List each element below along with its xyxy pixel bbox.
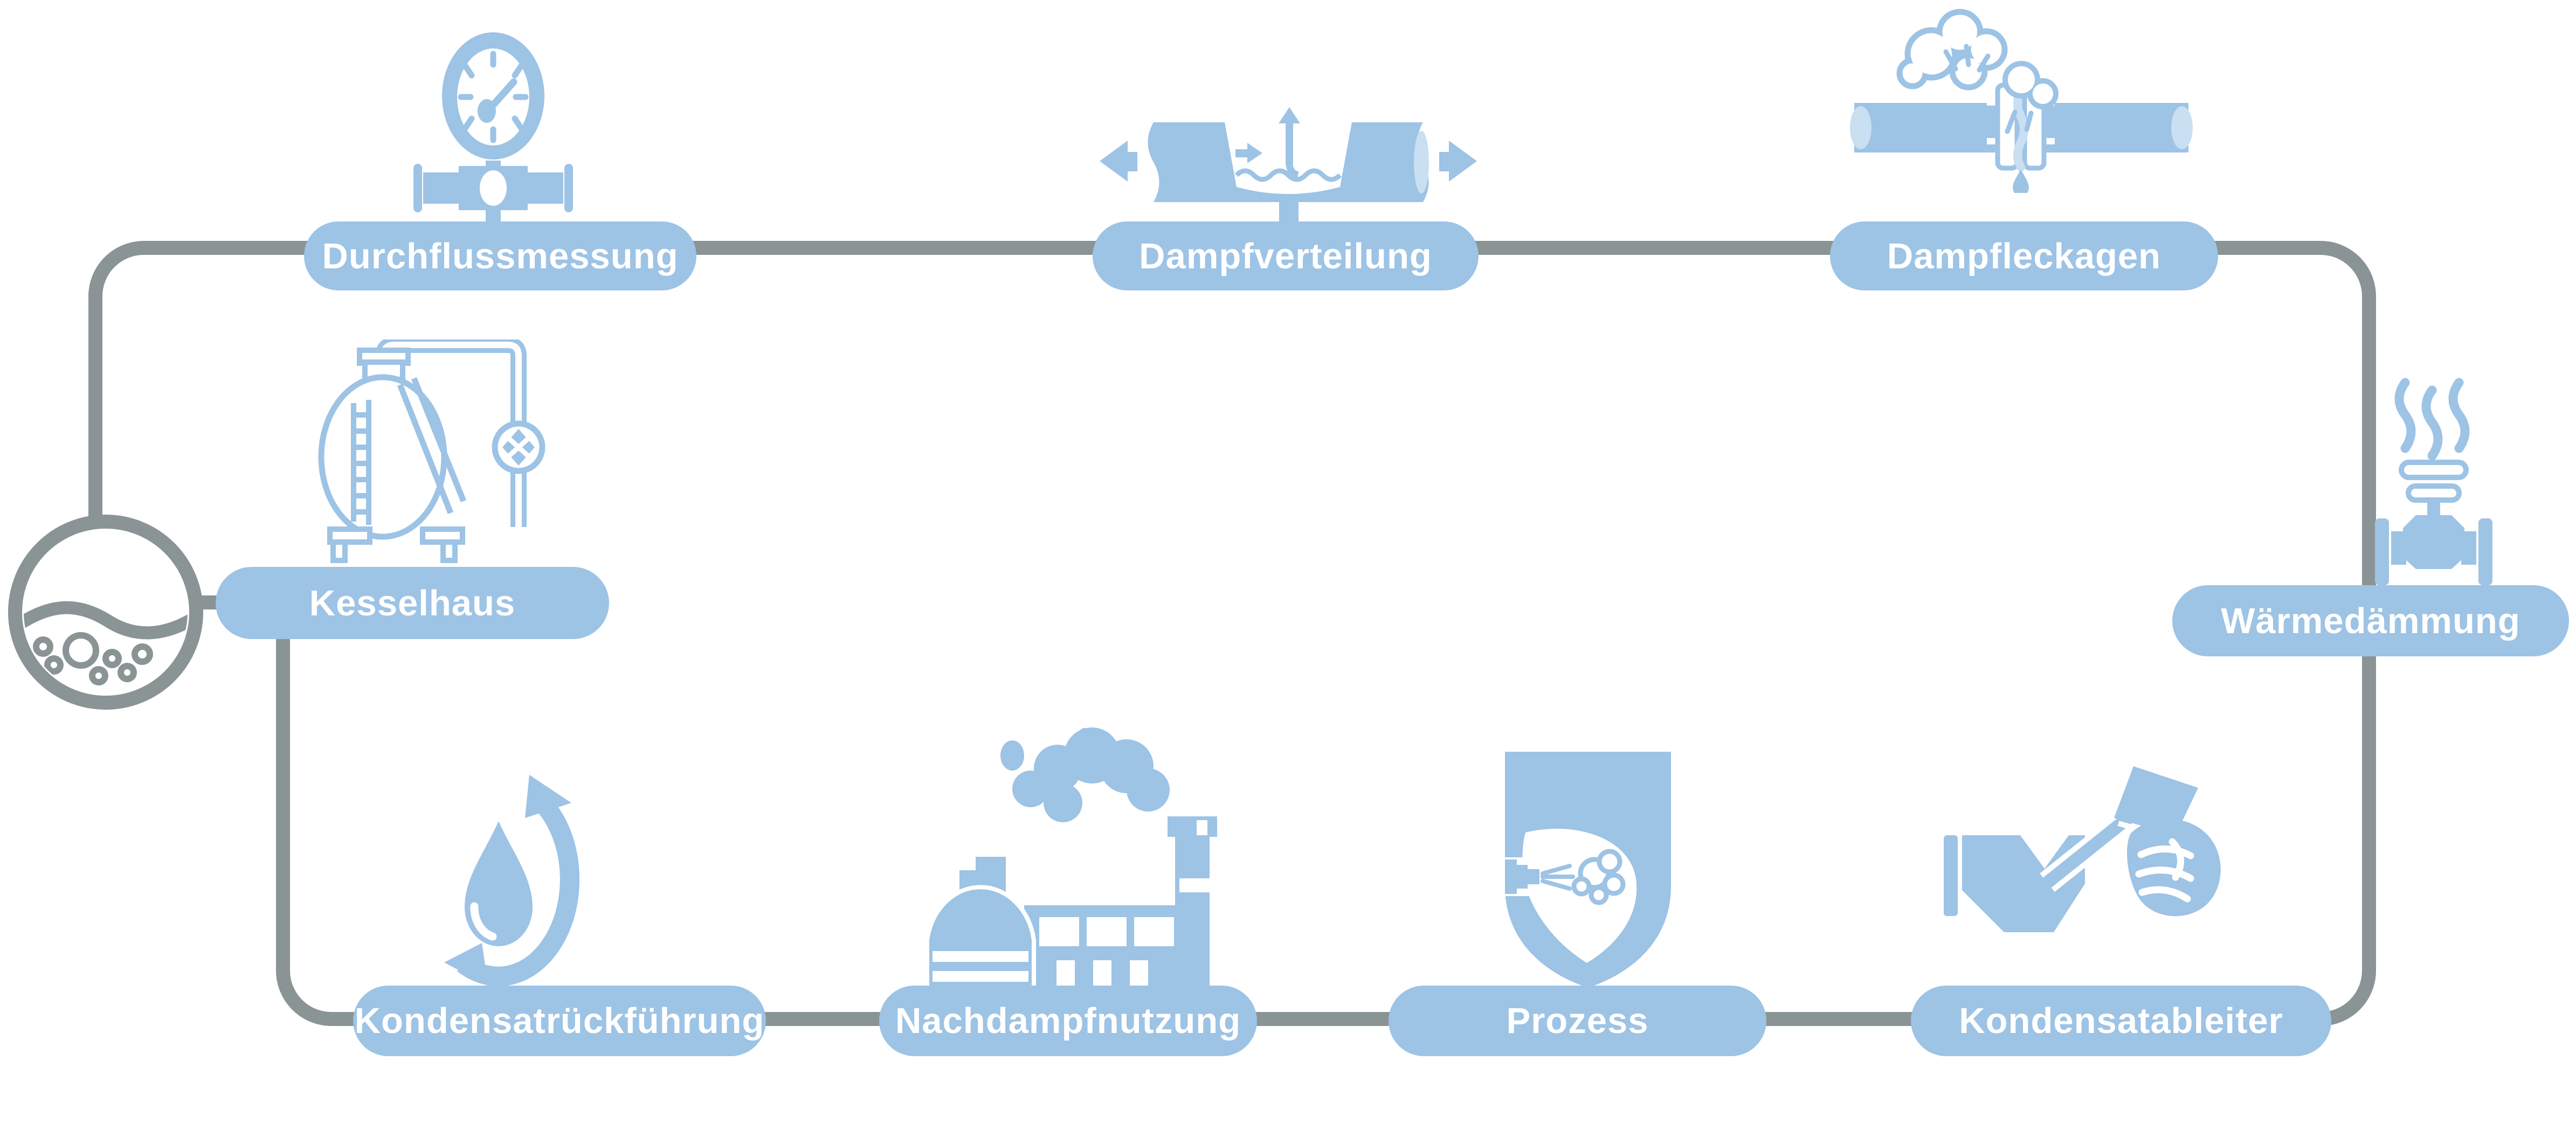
water-line bbox=[24, 601, 188, 640]
test-probe-handle bbox=[2114, 766, 2198, 835]
spray-nozzle bbox=[1505, 859, 1539, 894]
node-kondensatableiter[interactable]: Kondensatableiter bbox=[1911, 986, 2331, 1056]
boiler-base bbox=[327, 526, 465, 563]
water-drop bbox=[465, 821, 533, 946]
gauge-needle bbox=[478, 78, 517, 123]
boiler-icon bbox=[318, 339, 545, 563]
node-label: Wärmedämmung bbox=[2221, 600, 2520, 641]
flow-arrows bbox=[1235, 107, 1300, 179]
smoke-cloud bbox=[1000, 727, 1170, 822]
node-kesselhaus[interactable]: Kesselhaus bbox=[216, 567, 609, 639]
leak-stream bbox=[2013, 85, 2028, 171]
steam-trap-body bbox=[1962, 835, 2085, 932]
uninsulated-valve-icon bbox=[2375, 378, 2492, 585]
ladder bbox=[351, 400, 371, 525]
vessel-band bbox=[397, 377, 467, 515]
cycle-arrowhead-top bbox=[525, 775, 571, 818]
boiler-drum-icon bbox=[8, 515, 203, 710]
node-label: Dampfverteilung bbox=[1139, 235, 1432, 276]
steam-puff bbox=[1571, 849, 1626, 905]
node-label: Dampfleckagen bbox=[1887, 235, 2161, 276]
bubbles bbox=[33, 632, 153, 685]
node-kondensatrueckfuehrung[interactable]: Kondensatrückführung bbox=[353, 986, 766, 1056]
cycle-arrowhead-bottom bbox=[444, 943, 488, 986]
node-prozess[interactable]: Prozess bbox=[1389, 986, 1766, 1056]
hand bbox=[2126, 819, 2221, 917]
heat-waves bbox=[2394, 378, 2470, 461]
node-label: Kondensatableiter bbox=[1959, 1001, 2283, 1041]
node-label: Prozess bbox=[1506, 1001, 1649, 1041]
condensate-drop bbox=[2013, 169, 2029, 193]
node-waermedaemmung[interactable]: Wärmedämmung bbox=[2172, 585, 2569, 656]
node-label: Kesselhaus bbox=[309, 583, 516, 623]
condensate-recycle-icon bbox=[444, 775, 580, 987]
steam-cloud bbox=[1896, 9, 2059, 134]
node-label: Durchflussmessung bbox=[322, 235, 679, 276]
node-dampfverteilung[interactable]: Dampfverteilung bbox=[1093, 221, 1479, 290]
pressure-gauge-icon bbox=[413, 32, 573, 225]
leaking-flange-icon bbox=[1850, 9, 2193, 193]
node-dampfleckagen[interactable]: Dampfleckagen bbox=[1830, 221, 2218, 290]
gauge-ticks bbox=[458, 51, 529, 143]
flash-steam-factory-icon bbox=[925, 727, 1217, 989]
steam-distribution-icon bbox=[1100, 107, 1477, 225]
node-nachdampfnutzung[interactable]: Nachdampfnutzung bbox=[879, 986, 1257, 1056]
node-durchflussmessung[interactable]: Durchflussmessung bbox=[304, 221, 696, 290]
process-vessel-icon bbox=[1505, 752, 1671, 988]
node-label: Kondensatrückführung bbox=[354, 1001, 765, 1041]
node-label: Nachdampfnutzung bbox=[895, 1001, 1241, 1041]
valve-wheel bbox=[492, 420, 545, 474]
steam-trap-testing-icon bbox=[1944, 766, 2221, 932]
